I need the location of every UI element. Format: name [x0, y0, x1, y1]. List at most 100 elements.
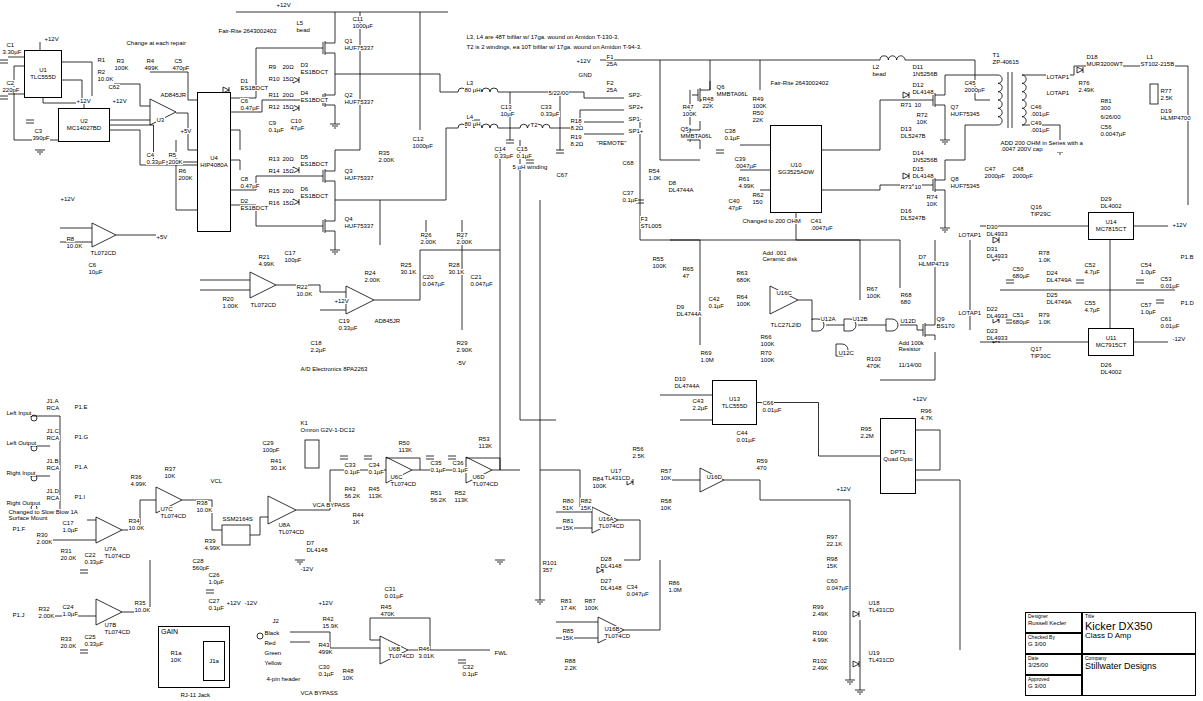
- part-label: R101: [542, 560, 557, 566]
- part-label: R86: [668, 580, 680, 586]
- part-label: U7C: [160, 506, 173, 512]
- part-label: R73: [900, 184, 912, 190]
- part-label: C62: [108, 84, 120, 90]
- part-label: +5V: [180, 128, 192, 134]
- part-label: 100pF: [262, 447, 280, 453]
- part-label: +12V: [112, 98, 127, 104]
- part-label: 15K: [580, 505, 592, 511]
- wire: [116, 235, 160, 236]
- part-label: 0.47µF: [240, 183, 260, 189]
- part-label: R11: [268, 92, 280, 98]
- part-label: C24: [62, 604, 74, 610]
- regulator-box: U14MC7815CT: [1088, 212, 1134, 240]
- wire: [236, 12, 448, 13]
- wire: [760, 60, 761, 90]
- wire: [1150, 66, 1188, 205]
- part-label: R63: [736, 270, 748, 276]
- part-label: U3: [156, 117, 165, 123]
- part-label: R12: [268, 104, 280, 110]
- part-label: 80 µH: [464, 121, 481, 127]
- part-label: Q17: [1030, 346, 1042, 352]
- part-label: 10µF: [88, 269, 103, 275]
- part-label: 0.01µF: [384, 593, 404, 599]
- part-label: +12V: [276, 2, 291, 8]
- wire: [858, 325, 886, 326]
- part-label: 220pF: [2, 87, 20, 93]
- part-label: R44: [352, 512, 364, 518]
- title-block-cell: Date3/25/00: [1025, 654, 1082, 675]
- part-label: DL5247B: [900, 215, 926, 221]
- part-label: Changed to Slow Blow 1A Surface Mount: [8, 509, 87, 521]
- diode-symbol: [293, 199, 299, 205]
- part-label: +12V: [60, 196, 75, 202]
- part-label: C22: [84, 552, 96, 558]
- part-label: D28: [600, 556, 612, 562]
- wire: [660, 480, 700, 481]
- node-text: J1a: [209, 658, 219, 665]
- capacitor-symbol: [556, 150, 564, 153]
- part-label: C52: [1084, 262, 1096, 268]
- part-label: C12: [412, 136, 424, 142]
- wire: [1000, 290, 1175, 291]
- part-label: DL4148: [912, 173, 934, 179]
- wire: [335, 12, 360, 162]
- part-label: 100K: [652, 263, 667, 269]
- part-label: P1.F: [12, 526, 26, 532]
- ground-symbol: [35, 150, 45, 154]
- part-label: D7: [306, 540, 315, 546]
- wire: [640, 120, 641, 240]
- part-label: 150: [752, 199, 763, 205]
- part-label: -12V: [300, 566, 314, 572]
- part-label: TIP30C: [1030, 353, 1051, 359]
- part-label: U16C: [776, 290, 792, 296]
- part-label: 2.2µF: [692, 405, 708, 411]
- part-label: D14: [912, 150, 924, 156]
- jack-symbol: [257, 633, 263, 639]
- wire: [1022, 125, 1060, 150]
- part-label: 680µF: [1012, 273, 1030, 279]
- part-label: DL4933: [986, 231, 1008, 237]
- wire: [1134, 342, 1168, 343]
- part-label: 2.49K: [1078, 87, 1095, 93]
- part-label: TL074CD: [104, 629, 131, 635]
- part-label: 0.1µF: [724, 135, 740, 141]
- part-label: R68: [900, 292, 912, 298]
- wire: [200, 280, 250, 281]
- part-label: 2.5K: [1160, 95, 1173, 101]
- part-label: 2.00K: [364, 277, 381, 283]
- part-label: 100K: [592, 483, 607, 489]
- part-label: 0.1µF: [430, 467, 446, 473]
- part-label: TL074CD: [604, 633, 631, 639]
- part-label: 5 µH winding: [512, 164, 548, 170]
- part-label: .001µF: [1030, 127, 1050, 133]
- part-label: 30.1K: [270, 465, 287, 471]
- part-label: -5V: [456, 360, 466, 366]
- capacitor-symbol: [0, 60, 8, 63]
- wire: [1022, 66, 1150, 75]
- part-label: 15K: [562, 525, 574, 531]
- part-label: L3, L4 are 48T bifilar w/ 17ga. wound on…: [466, 34, 620, 40]
- part-label: 113K: [454, 497, 469, 503]
- inductor-symbol: [458, 88, 498, 92]
- wire: [556, 638, 598, 639]
- part-label: 1000pF: [412, 143, 433, 149]
- part-label: C41: [810, 218, 822, 224]
- part-label: Change at each repair: [126, 40, 186, 46]
- part-label: 680µF: [1012, 319, 1030, 325]
- part-label: TL074CD: [472, 481, 499, 487]
- part-label: C34: [368, 462, 380, 468]
- part-label: C25: [84, 634, 96, 640]
- diode-symbol: [993, 237, 999, 243]
- opamp-symbol: [250, 272, 276, 298]
- part-label: D6: [300, 186, 309, 192]
- part-label: 0.33µF: [146, 159, 166, 165]
- part-label: 20Ω: [282, 156, 294, 162]
- part-label: LOTAP1: [1046, 74, 1070, 80]
- part-label: L5: [296, 20, 304, 26]
- part-label: 15.9K: [322, 623, 339, 629]
- wire: [231, 160, 240, 170]
- wire: [30, 446, 50, 447]
- part-label: R56: [632, 446, 644, 452]
- wire: [335, 240, 336, 250]
- part-label: 4.7µF: [1084, 307, 1100, 313]
